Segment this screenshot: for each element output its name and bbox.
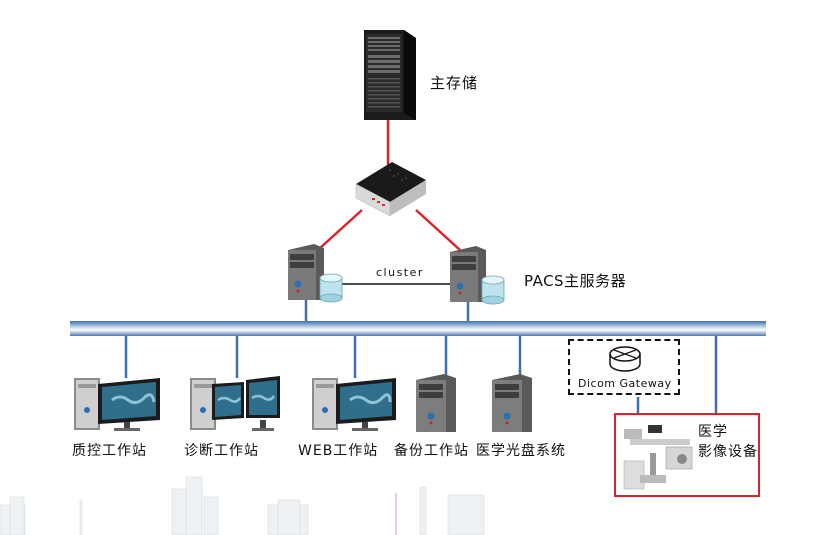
main-storage-rack[interactable] (360, 24, 418, 124)
web-workstation[interactable] (310, 372, 400, 438)
backup-workstation[interactable] (414, 372, 458, 438)
server-rack-icon (364, 30, 416, 120)
main-storage-label: 主存储 (430, 74, 479, 92)
database-icon (481, 275, 505, 305)
pacs-server-right[interactable] (446, 244, 508, 310)
diagnosis-workstation[interactable] (188, 372, 282, 438)
qc-workstation-label: 质控工作站 (72, 443, 147, 459)
tower-server-icon (450, 246, 505, 305)
tower-server-icon (288, 244, 343, 303)
router-icon (609, 346, 641, 372)
tower-server-icon (492, 374, 532, 432)
workstation-single-monitor-icon (74, 378, 160, 431)
network-switch-icon (355, 162, 426, 217)
tower-server-icon (416, 374, 456, 432)
medical-imaging-label-line1: 医学 (698, 424, 728, 440)
medical-imaging-devices[interactable]: 医学 影像设备 (614, 413, 760, 497)
backup-workstation-label: 备份工作站 (394, 443, 469, 459)
dicom-gateway-label: Dicom Gateway (578, 377, 672, 390)
switch-server-right-link (415, 209, 461, 251)
network-backbone (70, 321, 766, 336)
optical-disc-system[interactable] (490, 372, 534, 438)
dicom-gateway[interactable]: Dicom Gateway (568, 339, 680, 395)
workstation-dual-monitor-icon (190, 376, 280, 431)
pacs-server-label: PACS主服务器 (524, 272, 627, 290)
web-workstation-label: WEB工作站 (298, 443, 379, 459)
qc-workstation[interactable] (72, 372, 164, 438)
optical-disc-system-label: 医学光盘系统 (476, 443, 566, 459)
city-skyline-background (0, 476, 485, 535)
database-icon (319, 273, 343, 303)
cluster-label: cluster (376, 266, 424, 279)
diagnosis-workstation-label: 诊断工作站 (184, 443, 259, 459)
pacs-server-left[interactable] (284, 242, 346, 308)
medical-imaging-label-line2: 影像设备 (698, 444, 758, 460)
workstation-single-monitor-icon (312, 378, 396, 431)
network-switch[interactable] (350, 158, 428, 224)
medical-imaging-device-icon (623, 425, 693, 490)
switch-server-left-link (319, 209, 363, 249)
